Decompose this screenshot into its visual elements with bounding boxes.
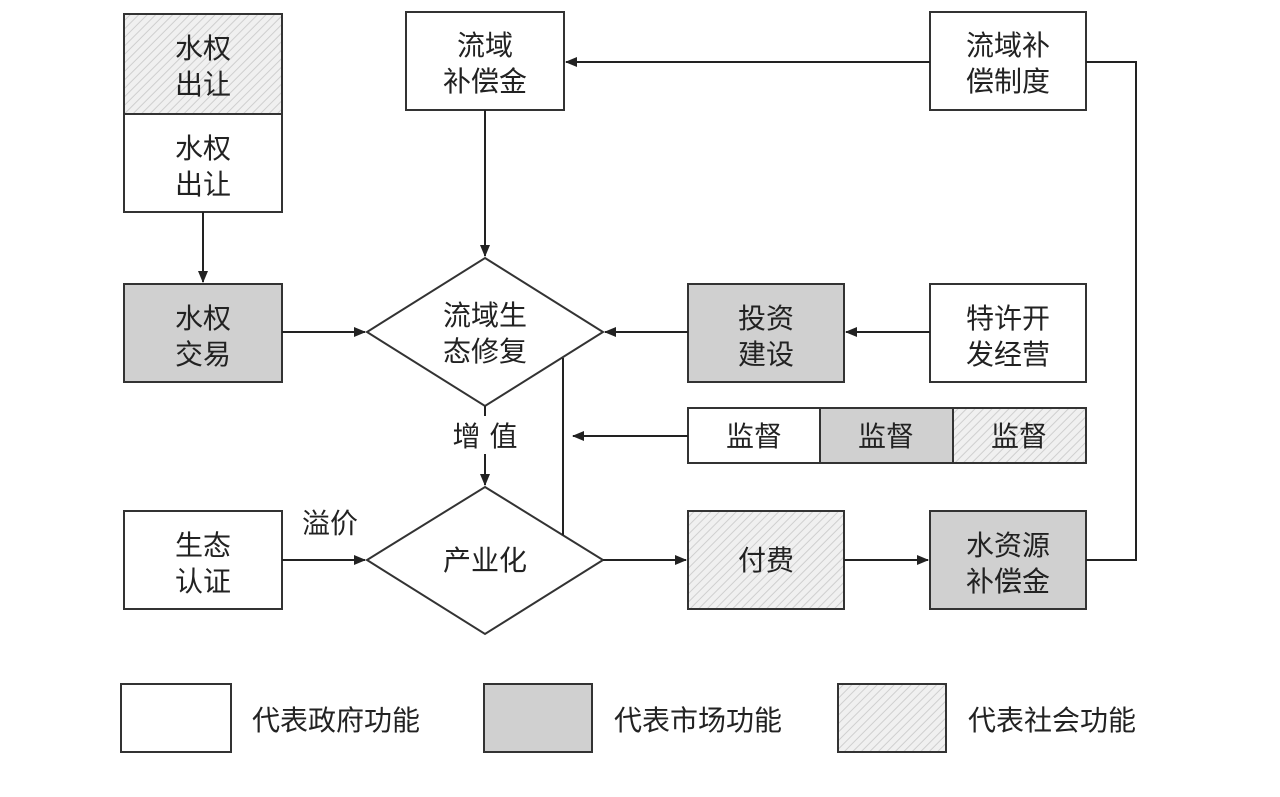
node-water-rights-trading: 水权 交易 [123,283,283,383]
legend-swatch-market [483,683,593,753]
node-investment-construction-line2: 建设 [738,338,794,371]
node-basin-compensation-system: 流域补 偿制度 [929,11,1087,111]
node-supervision-market: 监督 [819,407,954,464]
node-industrialization: 产业化 [365,485,605,636]
node-basin-compensation-fund: 流域 补偿金 [405,11,565,111]
node-supervision-gov: 监督 [687,407,821,464]
node-water-source-compensation: 水资源 补偿金 [929,510,1087,610]
edge-water-source-to-system [1086,61,1137,561]
node-supervision-social: 监督 [952,407,1087,464]
node-basin-compensation-system-line2: 偿制度 [966,65,1050,98]
legend-label-market: 代表市场功能 [614,704,782,737]
edge-label-value-added: 增 值 [453,420,518,453]
node-water-rights-trading-line1: 水权 [175,302,231,335]
legend: 代表政府功能 代表市场功能 代表社会功能 [120,683,1136,753]
node-water-rights-transfer-gov-line2: 出让 [175,168,231,201]
node-water-rights-transfer-social-line2: 出让 [175,68,231,101]
node-water-rights-transfer-social-line1: 水权 [175,32,231,65]
node-water-rights-transfer-social: 水权 出让 [123,13,283,115]
node-franchise-operation-line2: 发经营 [966,338,1050,371]
node-water-rights-trading-line2: 交易 [175,338,231,371]
node-franchise-operation: 特许开 发经营 [929,283,1087,383]
node-payment-label: 付费 [738,544,794,577]
node-basin-compensation-system-line1: 流域补 [966,29,1050,62]
node-supervision-gov-label: 监督 [726,420,782,453]
node-basin-eco-restoration-line1: 流域生 [443,299,527,332]
node-supervision-market-label: 监督 [858,420,914,453]
node-industrialization-label: 产业化 [443,544,527,577]
legend-swatch-government [120,683,232,753]
legend-label-government: 代表政府功能 [252,704,420,737]
node-water-source-compensation-line2: 补偿金 [966,565,1050,598]
node-eco-certification-line2: 认证 [175,565,231,598]
node-basin-eco-restoration-line2: 态修复 [443,335,527,368]
node-eco-certification: 生态 认证 [123,510,283,610]
node-franchise-operation-line1: 特许开 [966,302,1050,335]
node-eco-certification-line1: 生态 [175,529,231,562]
legend-swatch-social [837,683,947,753]
node-basin-eco-restoration: 流域生 态修复 [365,256,605,408]
node-supervision-social-label: 监督 [991,420,1047,453]
node-investment-construction: 投资 建设 [687,283,845,383]
node-investment-construction-line1: 投资 [738,302,794,335]
legend-label-social: 代表社会功能 [968,704,1136,737]
node-basin-compensation-fund-line2: 补偿金 [443,65,527,98]
node-water-rights-transfer-gov: 水权 出让 [123,113,283,213]
edge-label-premium: 溢价 [302,507,358,540]
edge-label-value-added-bg [440,416,530,454]
node-water-source-compensation-line1: 水资源 [966,529,1050,562]
node-payment: 付费 [687,510,845,610]
node-water-rights-transfer-gov-line1: 水权 [175,132,231,165]
node-basin-compensation-fund-line1: 流域 [457,29,513,62]
